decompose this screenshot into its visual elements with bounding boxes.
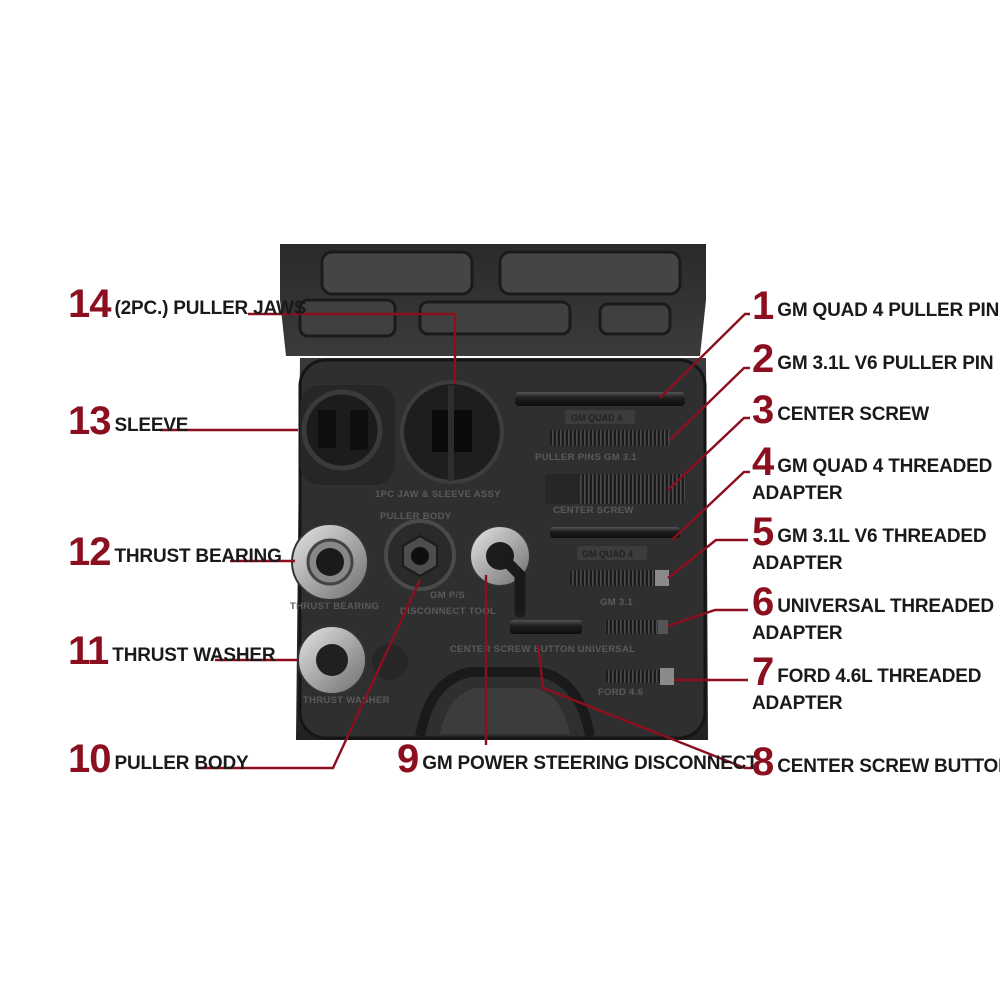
leader-8 xyxy=(536,644,752,770)
callout-text-line2: ADAPTER xyxy=(752,693,843,714)
callout-text: FORD 4.6L THREADED xyxy=(777,666,982,687)
case-label-gm-ps: GM P/S xyxy=(430,590,465,601)
case-label-gm-quad4-mid: GM QUAD 4 xyxy=(582,549,633,559)
leader-lines xyxy=(160,312,752,770)
case-label-gm-31: GM 3.1 xyxy=(600,597,633,608)
callout-number: 4 xyxy=(752,440,774,484)
case-label-center-button: CENTER SCREW BUTTON UNIVERSAL xyxy=(450,644,635,655)
callout-text-line2: ADAPTER xyxy=(752,553,843,574)
callout-number: 14 xyxy=(68,282,111,326)
callout-number: 13 xyxy=(68,399,111,443)
callout-text: GM QUAD 4 THREADED xyxy=(777,456,993,477)
pin-rack: GM QUAD 4 PULLER PINS GM 3.1 CENTER SCRE… xyxy=(515,392,685,698)
case-label-puller-body: PULLER BODY xyxy=(380,511,452,522)
callout-number: 2 xyxy=(752,337,774,381)
callout-text: CENTER SCREW xyxy=(777,404,929,425)
leader-2 xyxy=(669,366,750,441)
callout-number: 10 xyxy=(68,737,111,781)
case-label-thrust-washer: THRUST WASHER xyxy=(303,695,390,706)
callout-number: 7 xyxy=(752,650,774,694)
thrust-bearing xyxy=(291,523,369,601)
callout-text-line2: ADAPTER xyxy=(752,483,843,504)
leader-3 xyxy=(667,416,750,491)
puller-body xyxy=(384,519,456,591)
callout-text: GM 3.1L V6 THREADED xyxy=(777,526,987,547)
callout-text: THRUST WASHER xyxy=(112,645,276,666)
callout-number: 11 xyxy=(68,629,109,673)
callout-text: GM QUAD 4 PULLER PIN xyxy=(777,300,1000,321)
leader-14 xyxy=(248,312,457,384)
leader-5 xyxy=(667,538,748,579)
case-label-disconnect: DISCONNECT TOOL xyxy=(400,606,496,617)
puller-jaws xyxy=(400,380,504,484)
callout-text: SLEEVE xyxy=(114,415,189,436)
power-steering-disconnect xyxy=(469,525,582,634)
callout-text: CENTER SCREW BUTTON xyxy=(777,756,1000,777)
callout-number: 5 xyxy=(752,510,774,554)
case-label-thrust-bearing: THRUST BEARING xyxy=(290,601,379,612)
leader-10 xyxy=(197,579,422,770)
thrust-washer xyxy=(297,625,408,695)
callout-text: (2PC.) PULLER JAWS xyxy=(114,298,307,319)
callout-text: GM 3.1L V6 PULLER PIN xyxy=(777,353,994,374)
callout-number: 8 xyxy=(752,740,774,784)
callout-number: 3 xyxy=(752,388,774,432)
callout-number: 12 xyxy=(68,530,111,574)
callout-text: UNIVERSAL THREADED xyxy=(777,596,994,617)
leader-6 xyxy=(667,608,748,628)
callout-text: THRUST BEARING xyxy=(114,546,282,567)
callout-number: 6 xyxy=(752,580,774,624)
case-label-puller-pins: PULLER PINS GM 3.1 xyxy=(535,452,637,463)
case-label-gm-quad4-top: GM QUAD 4 xyxy=(571,413,622,423)
case-label-center-screw: CENTER SCREW xyxy=(553,505,634,516)
case-label-ford: FORD 4.6 xyxy=(598,687,643,698)
leader-4 xyxy=(671,470,750,541)
sleeve-pocket xyxy=(300,385,395,485)
case-lid xyxy=(280,244,706,356)
case-label-jaw-sleeve: 1PC JAW & SLEEVE ASSY xyxy=(375,489,501,500)
callout-14: 14(2PC.) PULLER JAWS xyxy=(68,284,307,324)
callout-text: PULLER BODY xyxy=(114,753,249,774)
callout-number: 9 xyxy=(397,737,419,781)
callout-text-line2: ADAPTER xyxy=(752,623,843,644)
leader-1 xyxy=(659,312,750,399)
callout-text: GM POWER STEERING DISCONNECT xyxy=(422,753,758,774)
callout-number: 1 xyxy=(752,284,774,328)
